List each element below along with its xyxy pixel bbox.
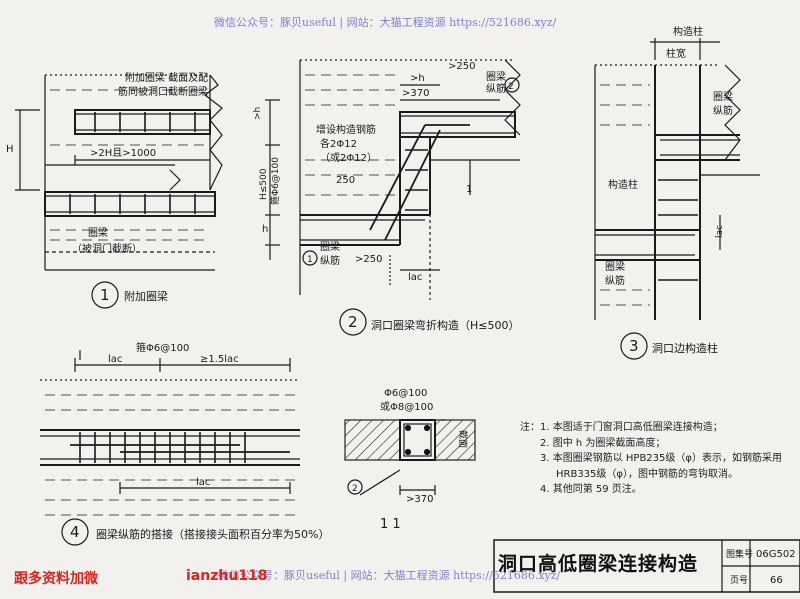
s11-side: 截面: [457, 430, 469, 448]
d1-note2: 筋同被洞口截断圈梁: [118, 85, 208, 98]
d2-caption: 洞口圈梁弯折构造（H≤500）: [371, 318, 519, 332]
watermark-top: 微信公众号：豚贝useful | 网站：大猫工程资源 https://52168…: [214, 16, 557, 29]
promo-right: ianzhu118: [186, 568, 268, 584]
s11-dim: >370: [406, 494, 433, 505]
d1-caption: 附加圈梁: [124, 289, 168, 303]
d2-c2: 2: [508, 82, 514, 92]
drawing-title: 洞口高低圈梁连接构造: [498, 553, 699, 575]
s11-stir2: 或Φ8@100: [380, 401, 433, 413]
detail1-drawing: [15, 74, 223, 309]
d3-col2: 构造柱: [608, 178, 638, 191]
section11-drawing: [344, 419, 476, 496]
d2-dim-370: >370: [402, 88, 429, 99]
d3-num: 3: [629, 337, 639, 355]
d3-ring2: 圈梁: [605, 260, 625, 273]
s11-stir1: Φ6@100: [384, 388, 427, 399]
note-line: HRB335级（φ），图中钢筋的弯钩取消。: [556, 468, 739, 480]
d1-H: H: [6, 144, 14, 155]
detail3-drawing: [594, 38, 760, 360]
d2-lab-long2: 纵筋: [486, 82, 506, 95]
tb-atlas-no: 06G502: [756, 549, 796, 560]
d2-h2: >h: [253, 107, 263, 120]
tb-atlas-label: 图集号: [726, 548, 753, 560]
d4-caption: 圈梁纵筋的搭接（搭接接头面积百分率为50%）: [96, 527, 329, 541]
promo-left: 跟多资料加微: [14, 571, 98, 587]
tb-page-label: 页号: [730, 575, 748, 586]
note-line: 注：1. 本图适于门窗洞口高低圈梁连接构造；: [520, 422, 723, 433]
d4-lac1: lac: [108, 354, 122, 365]
d4-lac2: ≥1.5lac: [200, 354, 239, 365]
d1-ring-beam: 圈梁: [88, 226, 108, 239]
detail4-drawing: [40, 350, 300, 546]
s11-label: 1 1: [380, 517, 401, 532]
d2-lac: lac: [408, 272, 422, 283]
note-line: 2. 图中 h 为圈梁截面高度；: [540, 437, 666, 449]
d2-sec: 1: [466, 184, 472, 195]
d4-lac3: lac: [196, 477, 210, 488]
d2-dim-250: >250: [448, 61, 475, 72]
d3-col-w: 柱宽: [666, 47, 686, 60]
d3-lac: lac: [715, 225, 725, 238]
detail2-drawing: [265, 59, 521, 336]
d1-num: 1: [100, 286, 110, 304]
d1-dim-len: >2H且>1000: [90, 147, 156, 159]
d3-caption: 洞口边构造柱: [652, 341, 718, 355]
watermark-bottom: 微信公众号：豚贝useful | 网站：大猫工程资源 https://52168…: [218, 569, 561, 582]
d2-lab-ring: 圈梁: [320, 240, 340, 253]
note-line: 3. 本图圈梁钢筋以 HPB235级（φ）表示，如钢筋采用: [540, 453, 782, 464]
title-block: [493, 539, 800, 593]
note-line: 4. 其他同第 59 页注。: [540, 484, 642, 495]
s11-c2: 2: [352, 484, 358, 494]
d2-lab-long: 纵筋: [320, 254, 340, 267]
d2-add-bar: 增设构造钢筋: [316, 123, 376, 136]
d3-col: 构造柱: [673, 25, 703, 38]
d2-v250: 250: [336, 175, 355, 186]
d2-bar1: 各2Φ12: [320, 137, 357, 150]
d2-lab-ring2: 圈梁: [486, 70, 506, 83]
d1-note1: 附加圈梁 截面及配: [125, 71, 208, 84]
d2-H500: H≤500: [259, 168, 269, 200]
d2-dim-h: >h: [410, 73, 425, 84]
d4-num: 4: [70, 523, 80, 541]
d2-bar2: （或2Φ12）: [320, 152, 377, 164]
d2-c1: 1: [307, 255, 313, 265]
d3-ring: 圈梁: [713, 90, 733, 103]
d4-stir: 箍Φ6@100: [136, 341, 189, 354]
d2-stir: 箍Φ6@100: [269, 157, 281, 205]
d2-h: h: [262, 224, 268, 235]
d3-long: 纵筋: [713, 104, 733, 117]
d2-num: 2: [348, 313, 358, 331]
notes-block: 注：1. 本图适于门窗洞口高低圈梁连接构造； 2. 图中 h 为圈梁截面高度； …: [520, 420, 782, 498]
d3-long2: 纵筋: [605, 274, 625, 287]
d1-ring-beam2: （被洞门截断）: [72, 242, 142, 255]
d2-dim-250b: >250: [355, 254, 382, 265]
tb-page-no: 66: [770, 575, 783, 586]
